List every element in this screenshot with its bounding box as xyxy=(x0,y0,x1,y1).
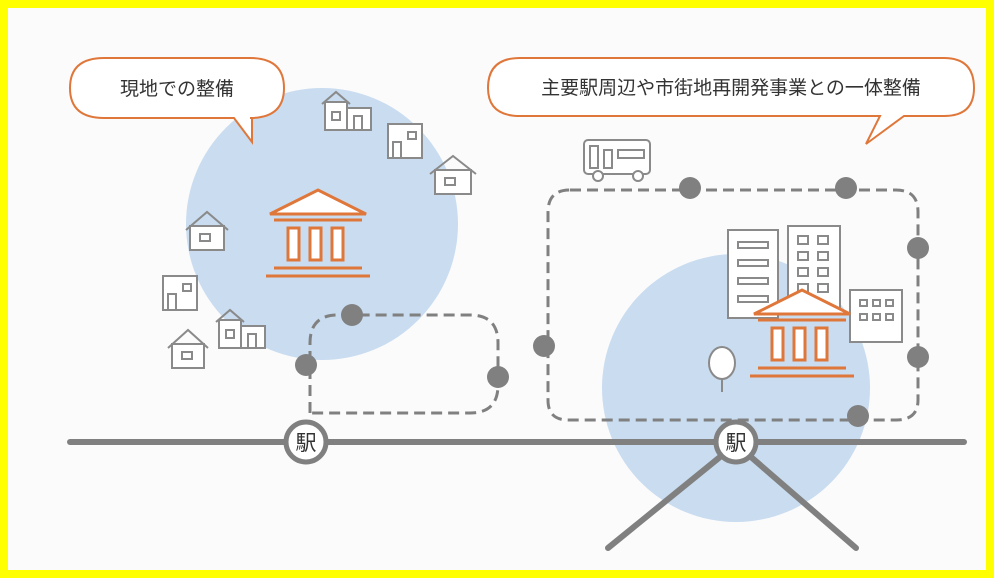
rail-branch-left xyxy=(605,441,739,551)
bus-stop-dot xyxy=(835,177,857,199)
bus-stop-dot xyxy=(533,335,555,357)
office-building-icon xyxy=(849,289,903,343)
bus-stop-dot xyxy=(679,177,701,199)
rail-branch-right xyxy=(733,441,859,551)
bus-stop-dot xyxy=(295,354,317,376)
tree-icon xyxy=(708,346,736,392)
station-marker-right: 駅 xyxy=(713,419,759,465)
house-icon xyxy=(185,210,229,251)
station-label-left: 駅 xyxy=(296,431,317,455)
speech-bubble-right: 主要駅周辺や市街地再開発事業との一体整備 xyxy=(486,57,976,145)
house-icon xyxy=(321,90,372,131)
left-bus-stops xyxy=(295,304,509,388)
bus-stop-dot xyxy=(907,237,929,259)
speech-bubble-left-text: 現地での整備 xyxy=(120,78,234,100)
bus-stop-dot xyxy=(487,366,509,388)
bus-stop-dot xyxy=(341,304,363,326)
office-building-icons xyxy=(727,225,903,343)
right-bus-route xyxy=(546,188,920,422)
bus-stop-dot xyxy=(847,405,869,427)
speech-bubble-right-text: 主要駅周辺や市街地再開発事業との一体整備 xyxy=(541,77,921,99)
left-bus-route xyxy=(308,313,500,415)
bus-icon xyxy=(583,139,651,182)
bus-stop-dot xyxy=(907,346,929,368)
house-icons xyxy=(162,90,477,369)
station-label-right: 駅 xyxy=(726,431,747,455)
speech-bubble-left: 現地での整備 xyxy=(68,57,286,145)
office-building-icon xyxy=(727,229,779,319)
house-icon xyxy=(162,275,198,311)
facility-icon-right xyxy=(750,288,854,378)
right-bus-stops xyxy=(533,177,929,427)
house-icon xyxy=(429,154,477,195)
house-icon xyxy=(387,123,423,159)
diagram-canvas: 現地での整備 主要駅周辺や市街地再開発事業との一体整備 xyxy=(67,57,976,551)
house-icon xyxy=(215,308,266,349)
facility-icon-left xyxy=(266,188,370,278)
station-marker-left: 駅 xyxy=(283,419,329,465)
house-icon xyxy=(167,328,209,369)
